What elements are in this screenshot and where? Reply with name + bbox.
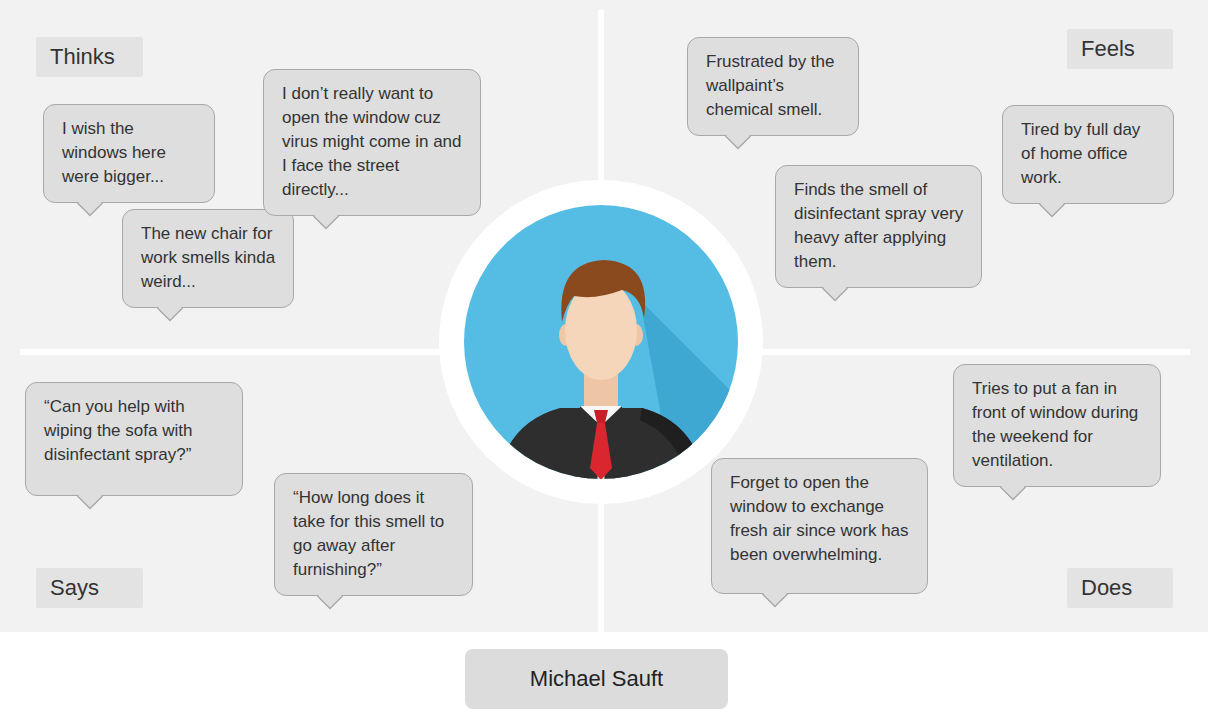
quadrant-label: Says (36, 568, 143, 608)
suit (495, 408, 707, 500)
node-text: Tries to put a fan in front of window du… (972, 377, 1144, 473)
bubble-tail-outline (313, 216, 338, 229)
bubble-tail-fill (77, 494, 103, 508)
tie (590, 423, 612, 480)
suit-shade (640, 408, 707, 500)
hair (561, 260, 645, 322)
speech-bubble: Frustrated by the wallpaint’s chemical s… (687, 37, 859, 136)
node-text: Forget to open the window to exchange fr… (730, 471, 911, 567)
bubble-tail (725, 134, 751, 150)
bubble-tail-fill (317, 594, 343, 608)
bubble-tail-outline (1039, 204, 1064, 217)
avatar-ring (439, 180, 763, 504)
quadrant-label: Does (1067, 568, 1173, 608)
node-text: I wish the windows here were bigger... (62, 117, 198, 189)
bubble-tail (762, 592, 788, 608)
bubble-tail (1039, 202, 1065, 218)
speech-bubble: Forget to open the window to exchange fr… (711, 458, 928, 594)
node-text: Frustrated by the wallpaint’s chemical s… (706, 50, 842, 122)
node-text: Feels (1081, 35, 1135, 63)
bubble-tail-fill (313, 214, 339, 228)
bubble-tail-outline (1000, 487, 1025, 500)
bubble-tail-fill (1000, 485, 1026, 499)
bubble-tail-fill (157, 306, 183, 320)
bubble-tail-fill (762, 592, 788, 606)
tie-knot (594, 410, 608, 423)
node-text: Does (1081, 574, 1132, 602)
bubble-tail-outline (317, 596, 342, 609)
bubble-tail-fill (77, 201, 103, 215)
bubble-tail (313, 214, 339, 230)
quadrant-label: Thinks (36, 37, 143, 77)
node-text: Tired by full day of home office work. (1021, 118, 1157, 190)
bubble-tail-fill (725, 134, 751, 148)
node-text: Finds the smell of disinfectant spray ve… (794, 178, 965, 274)
node-text: “How long does it take for this smell to… (293, 486, 456, 582)
bubble-tail (317, 594, 343, 610)
node-text: I don’t really want to open the window c… (282, 82, 464, 202)
quadrant-label: Feels (1067, 29, 1173, 69)
bubble-tail-fill (1039, 202, 1065, 216)
bubble-tail-outline (725, 136, 750, 149)
speech-bubble: The new chair for work smells kinda weir… (122, 209, 294, 308)
speech-bubble: “How long does it take for this smell to… (274, 473, 473, 596)
bubble-tail-outline (77, 496, 102, 509)
speech-bubble: I don’t really want to open the window c… (263, 69, 481, 216)
bubble-tail-outline (77, 203, 102, 216)
bubble-tail-fill (822, 286, 848, 300)
speech-bubble: Tries to put a fan in front of window du… (953, 364, 1161, 487)
persona-name-box: Michael Sauft (465, 649, 728, 709)
speech-bubble: “Can you help with wiping the sofa with … (25, 382, 243, 496)
node-text: Michael Sauft (530, 665, 663, 693)
bubble-tail-outline (822, 288, 847, 301)
bubble-tail (157, 306, 183, 322)
speech-bubble: Tired by full day of home office work. (1002, 105, 1174, 204)
speech-bubble: I wish the windows here were bigger... (43, 104, 215, 203)
bubble-tail (77, 201, 103, 217)
node-text: The new chair for work smells kinda weir… (141, 222, 277, 294)
bubble-tail-outline (157, 308, 182, 321)
speech-bubble: Finds the smell of disinfectant spray ve… (775, 165, 982, 288)
bubble-tail (822, 286, 848, 302)
bubble-tail-outline (762, 594, 787, 607)
map-panel (0, 0, 1208, 632)
node-text: “Can you help with wiping the sofa with … (44, 395, 226, 467)
node-text: Thinks (50, 43, 115, 71)
bubble-tail (77, 494, 103, 510)
bubble-tail (1000, 485, 1026, 501)
node-text: Says (50, 574, 99, 602)
